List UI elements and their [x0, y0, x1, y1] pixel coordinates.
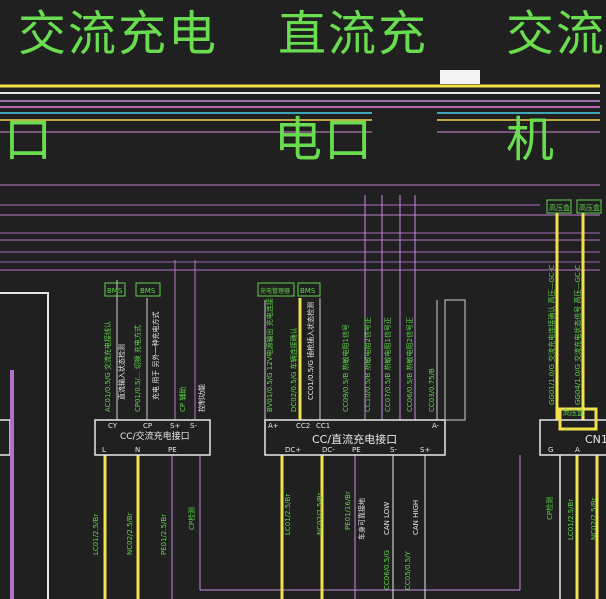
ac-signal-4: 充电 用于 另外一种充电方式	[151, 312, 160, 400]
ac-signal-1: AC01/0.5/G 交流充电接线认	[103, 321, 112, 412]
occlusion-patch-2	[485, 70, 515, 84]
ac-bms-tag-1-label: BMS	[107, 287, 123, 295]
dc-manager-tag	[257, 282, 295, 297]
hv-box-tag-2-label: 高压盒	[579, 203, 600, 212]
ac-bms-tag-2-label: BMS	[140, 287, 156, 295]
dc-pin-s-plus: S+	[420, 446, 430, 454]
dc-pin-dc-minus: DC-	[322, 446, 335, 454]
ac-signal-5: CP 辅助	[178, 387, 187, 412]
ac-signal-6: 控制功能	[197, 384, 206, 412]
cn1-pin-g: G	[548, 446, 553, 454]
dc-wire-label-plus: LC01/2.5/Br	[284, 494, 292, 535]
dc-can-wire-2: CC05/0.5/Y	[404, 550, 412, 590]
dc-bms-tag-label: BMS	[300, 287, 316, 295]
ac-pin-cp: CP	[143, 422, 152, 430]
occlusion-patch-1	[372, 110, 437, 180]
ac-wire-label-n: NC02/2.5/Br	[126, 512, 134, 555]
left-connector	[0, 419, 11, 456]
ac-pin-l: L	[102, 446, 106, 454]
hv-box-tag-2	[576, 199, 602, 214]
ac-signal-3: CP01/0.5/... 切换 充电方式	[133, 325, 142, 412]
ac-port-title: CC/交流充电接口	[120, 430, 190, 442]
dc-port-box	[264, 419, 446, 456]
cn1-wire-label-cp: CP检测	[545, 497, 554, 520]
dc-wire-label-pe: PE01/16/Br	[344, 491, 352, 530]
heading-ac-machine-2: 机	[506, 112, 557, 168]
dc-signal-6: CC07/0.5/B 热敏电阻1信号正	[383, 317, 392, 412]
dc-port-title: CC/直流充电接口	[312, 432, 397, 446]
white-patch	[440, 70, 480, 84]
cn1-pin-a: A	[575, 446, 580, 454]
heading-dc-port-2: 电口	[274, 112, 375, 168]
ac-pin-cy: CY	[108, 422, 118, 430]
dc-pin-a-minus: A-	[432, 422, 440, 430]
dc-can-high: CAN HIGH	[412, 500, 420, 535]
hv-box-tag-1	[546, 199, 572, 214]
cn1-title: CN1	[585, 433, 606, 446]
ac-wire-label-pe: PE01/2.5/Br	[160, 514, 168, 555]
ac-wire-label-l: LC01/2.5/Br	[92, 514, 100, 555]
dc-signal-1: BV01/0.5/G 12V电源输出 充电连接	[265, 298, 274, 412]
dc-signal-3: CC01/0.5/G 插枪插入状态检测	[306, 302, 315, 400]
heading-ac-machine-1: 交流	[506, 6, 606, 62]
dc-pin-pe: PE	[352, 446, 361, 454]
heading-ac-port-2: 口	[4, 112, 55, 168]
ac-wire-label-cp: CP检测	[187, 507, 196, 530]
dc-bms-tag	[297, 282, 321, 297]
ac-pin-n: N	[135, 446, 140, 454]
cn1-signal-1-label: GG01/1.0/G 交流充电连接确认 高压—GC-C	[547, 265, 556, 405]
cn1-wire-label-l: LC01/2.5/Br	[567, 499, 575, 540]
ac-pin-pe: PE	[168, 446, 177, 454]
hv-box-small-tag: 高压盒	[563, 408, 584, 417]
cn1-wire-label-n: NC02/2.5/Br	[590, 497, 598, 540]
ac-pin-sp: S+	[170, 422, 180, 430]
right-bracket	[444, 299, 466, 421]
dc-signal-2: DC02/0.5/G 车辆连接确认	[289, 327, 298, 412]
dc-signal-4: CC09/0.5/B 热敏电阻1信号	[341, 324, 350, 412]
hv-box-tag-1-label: 高压盒	[549, 203, 570, 212]
ac-bms-tag-1	[104, 282, 126, 297]
dc-pin-dc-plus: DC+	[285, 446, 301, 454]
dc-pin-a-plus: A+	[268, 422, 279, 430]
ac-signal-2: 直流输入状态检测	[117, 344, 126, 400]
cn1-highlight	[558, 407, 598, 431]
heading-dc-port-1: 直流充	[278, 6, 429, 62]
dc-can-low: CAN LOW	[383, 502, 391, 535]
dc-pin-s-minus: S-	[390, 446, 397, 454]
dc-can-wire-1: CC06/0.5/G	[383, 550, 391, 590]
dc-signal-5: CC10/0.5/B 热敏电阻2信号正	[363, 317, 372, 412]
dc-signal-8: CC03/0.75/B	[428, 368, 436, 412]
dc-ground-label: 车身可靠接地	[357, 498, 366, 540]
ac-port-box	[94, 419, 211, 456]
dc-pin-cc2: CC2	[296, 422, 310, 430]
dc-wire-label-minus: NC02/2.5/Br	[316, 492, 324, 535]
dc-manager-tag-label: 充电管理器	[260, 287, 290, 295]
heading-ac-port-1: 交流充电	[18, 6, 219, 62]
ac-bms-tag-2	[135, 282, 161, 297]
dc-pin-cc1: CC1	[316, 422, 330, 430]
cn1-signal-2-label: GG04/1.0/G 交流充电状态信号 高压—GC-C	[573, 265, 582, 405]
left-wire-stub	[10, 370, 14, 599]
dc-signal-7: CC06/0.5/B 热敏电阻2信号正	[405, 317, 414, 412]
ac-pin-sm: S-	[190, 422, 197, 430]
left-frame	[0, 292, 49, 599]
